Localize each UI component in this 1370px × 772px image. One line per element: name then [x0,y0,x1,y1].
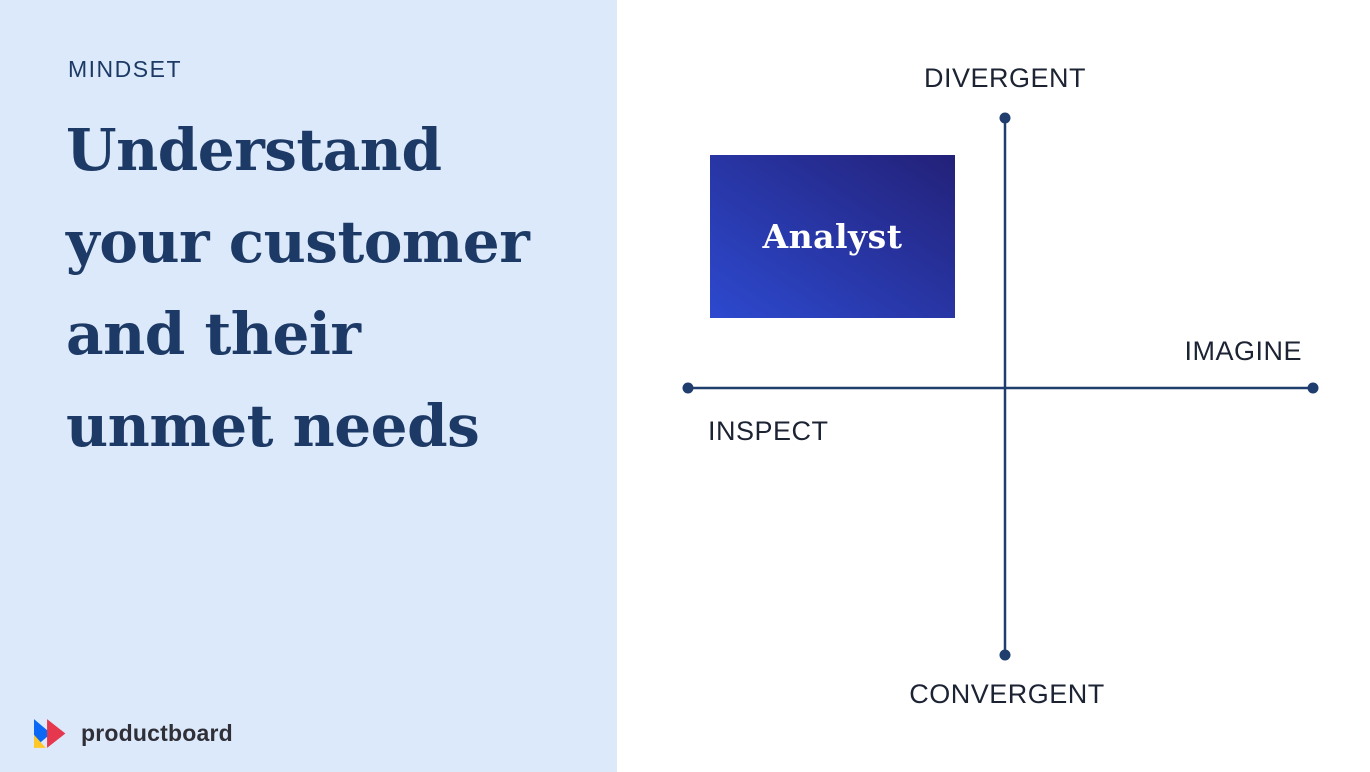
logo-chevron-red [47,719,66,748]
analyst-box-label: Analyst [762,217,903,256]
axis-endpoint-dot [682,382,694,394]
axis-endpoint-dot [999,649,1011,661]
title-line: and their [66,300,361,368]
productboard-logo-icon [34,719,66,748]
title-line: Understand [66,116,442,184]
title-line: your customer [66,208,530,276]
axis-endpoint-dot [999,112,1011,124]
axis-label-convergent: CONVERGENT [909,679,1105,709]
left-panel: MINDSET Understand your customer and the… [0,0,617,772]
kicker-label: MINDSET [68,56,182,82]
axis-label-inspect: INSPECT [708,416,829,446]
title-line: unmet needs [66,392,480,460]
axis-endpoint-dot [1307,382,1319,394]
analyst-box: Analyst [710,155,955,318]
productboard-logo-text: productboard [81,720,233,746]
productboard-logo: productboard [34,719,233,748]
axis-label-imagine: IMAGINE [1184,336,1302,366]
axis-label-divergent: DIVERGENT [923,63,1087,93]
page-title: Understand your customer and their unmet… [66,104,530,472]
logo-wedge-yellow [34,734,46,748]
